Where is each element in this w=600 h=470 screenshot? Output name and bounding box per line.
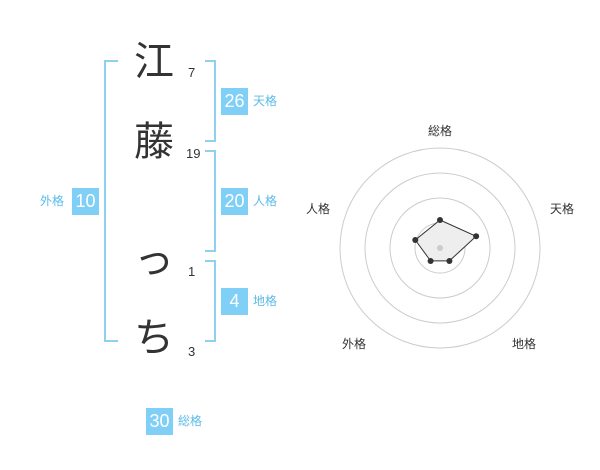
chikaku-bracket — [205, 260, 216, 342]
radar-grid-ring — [364, 172, 516, 324]
stroke-count-3: 1 — [188, 264, 196, 279]
radar-label-gaikaku: 外格 — [342, 337, 367, 351]
radar-grid — [339, 147, 541, 349]
chikaku-value: 4 — [221, 288, 248, 315]
radar-label-chikaku: 地格 — [512, 337, 537, 351]
radar-point-3 — [427, 257, 434, 264]
radar-grid-ring — [389, 197, 491, 299]
radar-label-jinkaku: 人格 — [306, 202, 331, 216]
soukaku-value: 30 — [146, 408, 173, 435]
radar-shape — [414, 219, 477, 262]
gaikaku-bracket — [104, 60, 118, 342]
radar-points — [412, 217, 480, 264]
radar-point-4 — [412, 236, 419, 243]
radar-point-1 — [473, 233, 480, 240]
radar-center-dot — [437, 245, 443, 251]
tenkaku-value: 26 — [221, 88, 248, 115]
name-char-3: っ — [134, 237, 174, 283]
radar-point-0 — [437, 217, 443, 223]
radar-label-tenkaku: 天格 — [550, 202, 575, 216]
gaikaku-value: 10 — [72, 188, 99, 215]
jinkaku-value: 20 — [221, 188, 248, 215]
name-char-2: 藤 — [134, 119, 174, 165]
soukaku-label: 総格 — [178, 414, 203, 428]
stroke-count-4: 3 — [188, 344, 196, 359]
stroke-count-2: 19 — [186, 146, 201, 161]
tenkaku-label: 天格 — [253, 94, 278, 108]
chikaku-label: 地格 — [253, 294, 278, 308]
radar-label-soukaku: 総格 — [428, 124, 453, 138]
radar-grid-ring — [339, 147, 541, 349]
name-char-1: 江 — [134, 39, 174, 85]
jinkaku-bracket — [205, 150, 216, 252]
jinkaku-label: 人格 — [253, 194, 278, 208]
stroke-count-1: 7 — [188, 65, 196, 80]
name-char-4: ち — [134, 315, 174, 361]
radar-point-2 — [446, 257, 453, 264]
tenkaku-bracket — [205, 60, 216, 142]
gaikaku-label: 外格 — [40, 194, 65, 208]
